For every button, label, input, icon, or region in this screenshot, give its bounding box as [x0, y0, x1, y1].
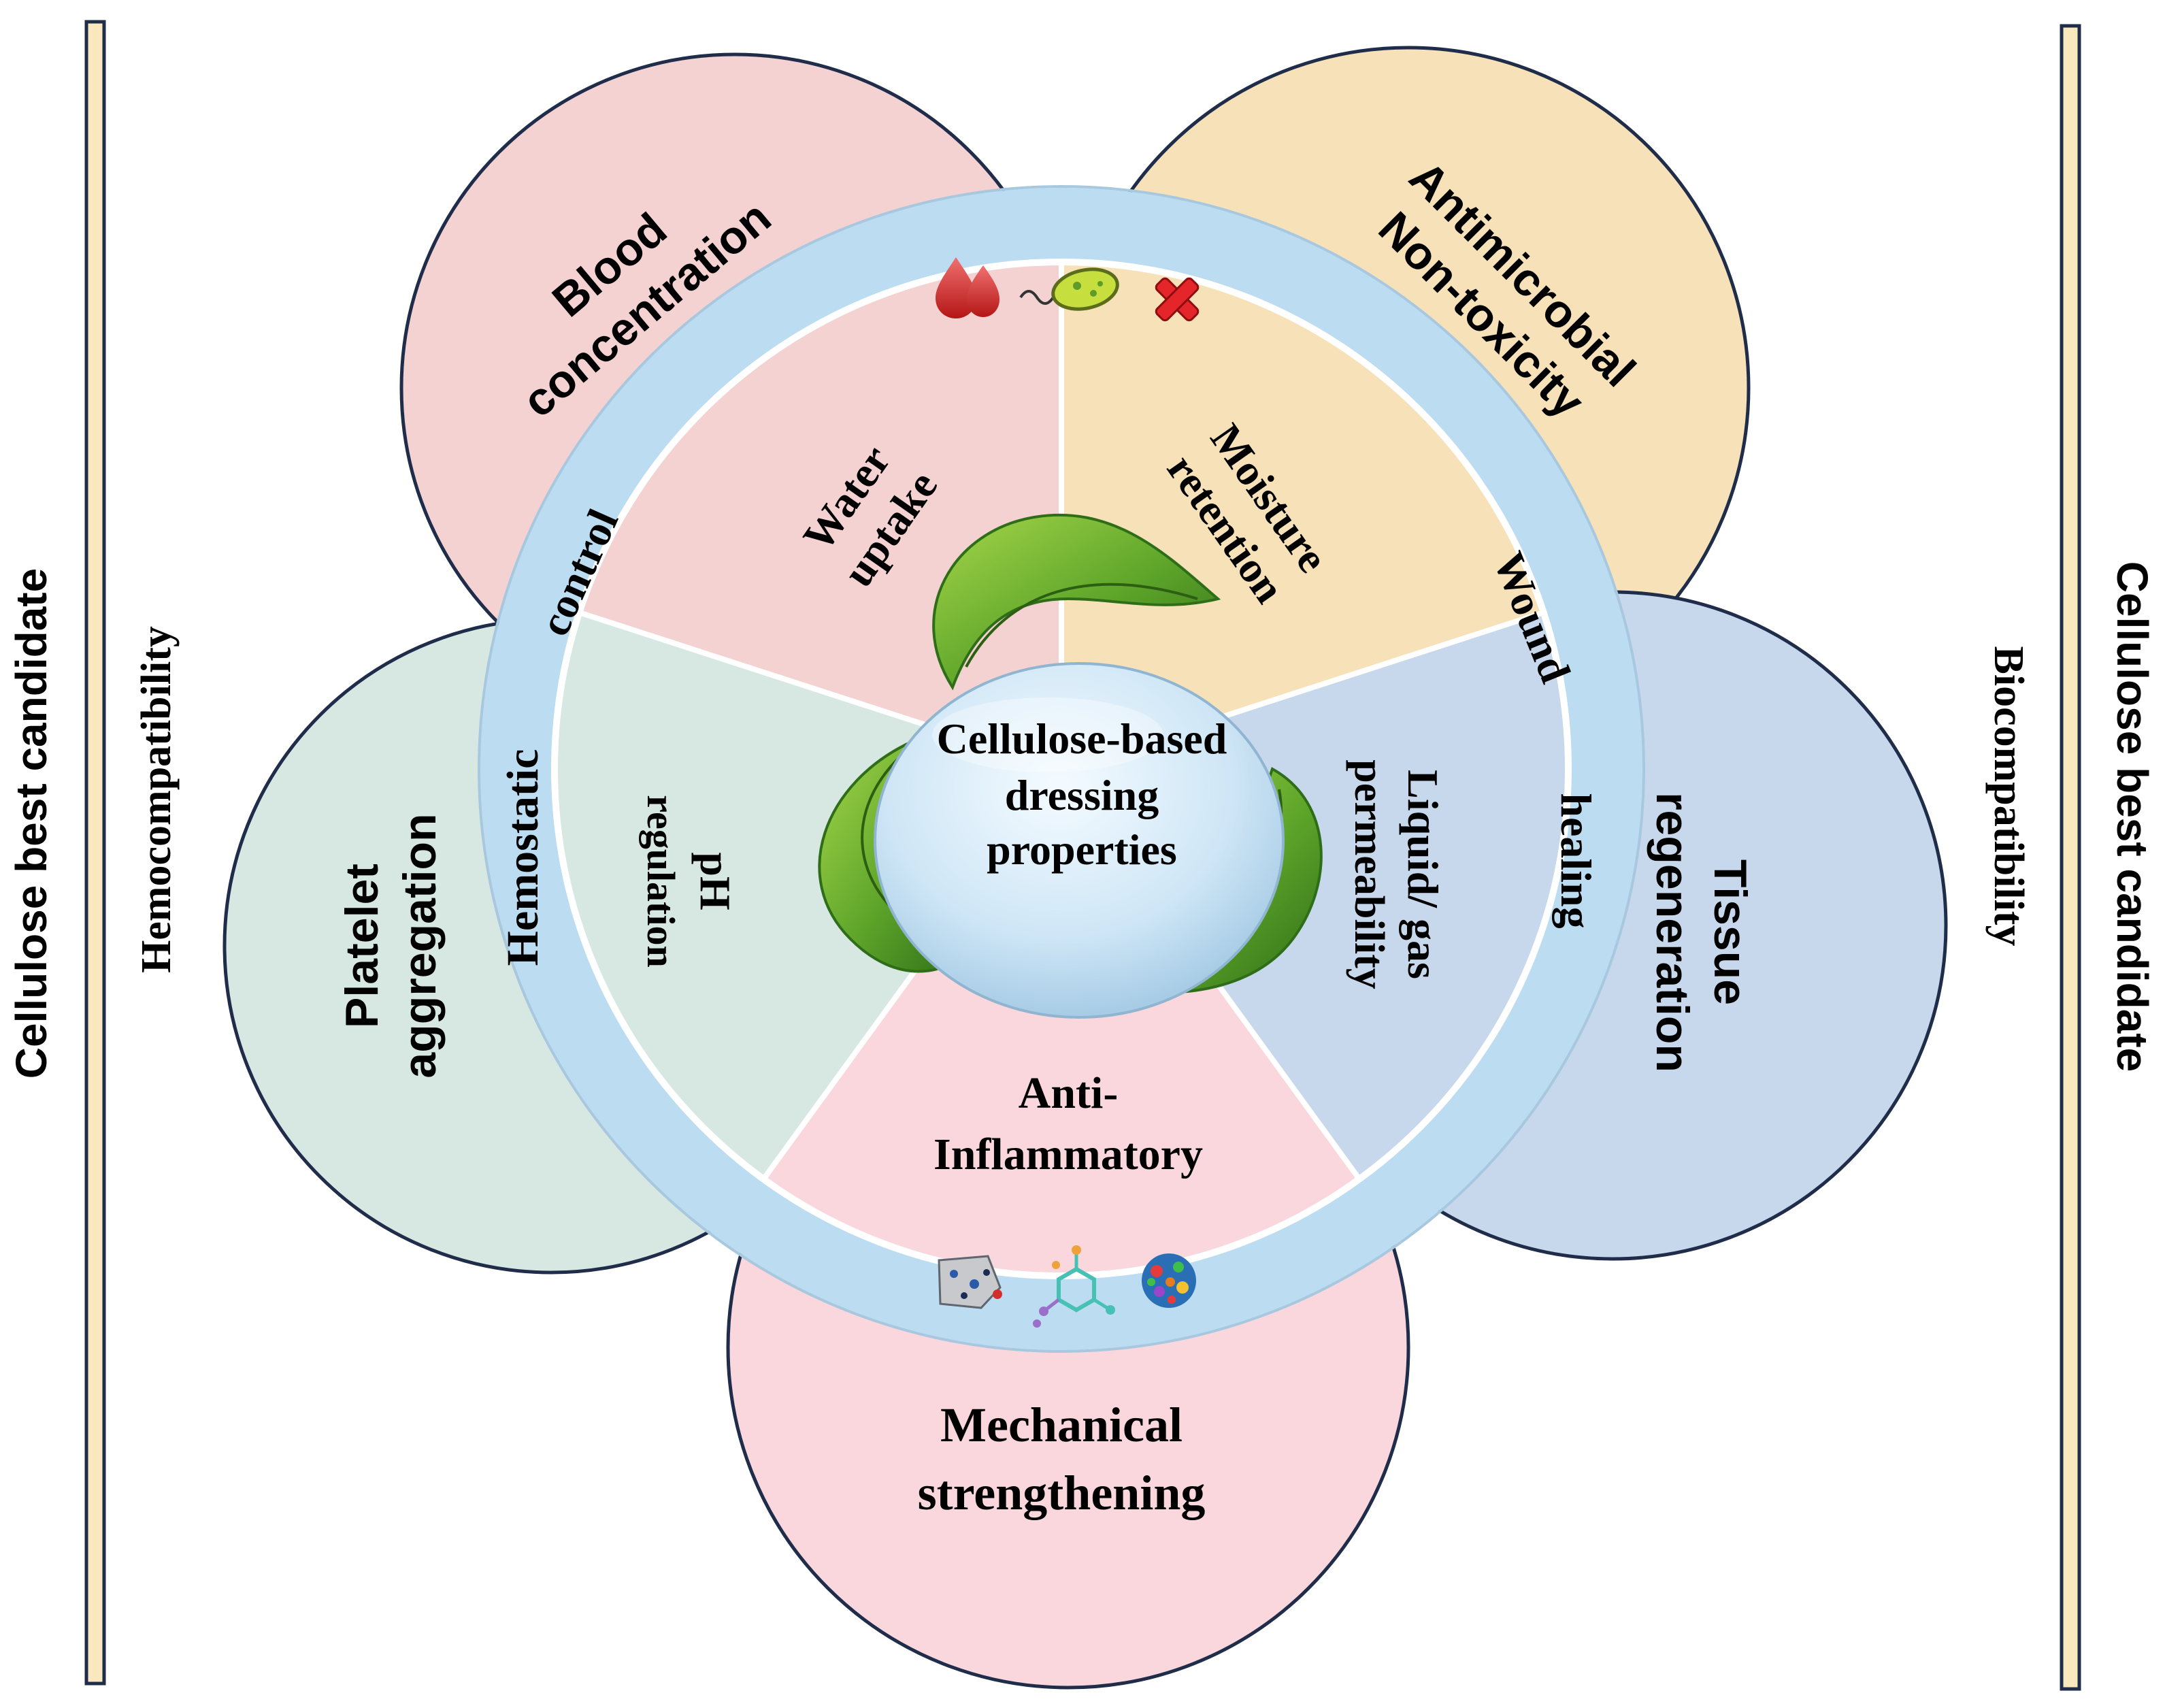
- right-outer-label: Cellulose best candidate: [2108, 561, 2157, 1072]
- center-label: Cellulose-based dressing properties: [937, 715, 1227, 874]
- svg-text:Tissue: Tissue: [1704, 859, 1756, 1005]
- svg-text:healing: healing: [1552, 793, 1600, 928]
- left-outer-label: Cellulose best candidate: [7, 568, 56, 1079]
- label-platelet-aggregation: Platelet aggregation: [336, 813, 446, 1078]
- right-side-bar: [2060, 24, 2081, 1691]
- label-mechanical-strengthening: Mechanical strengthening: [918, 1398, 1206, 1520]
- cross-mark-icon: [1155, 277, 1200, 322]
- svg-text:Hemostatic: Hemostatic: [498, 749, 548, 966]
- svg-text:Liquid/ gas: Liquid/ gas: [1399, 770, 1447, 979]
- svg-text:properties: properties: [987, 825, 1177, 874]
- svg-text:pH: pH: [691, 852, 740, 910]
- label-liquid-gas: Liquid/ gas permeability: [1346, 759, 1447, 989]
- svg-text:aggregation: aggregation: [394, 813, 446, 1078]
- ring-label-hemostatic: Hemostatic: [498, 749, 548, 966]
- right-inner-label: Biocompatibility: [1985, 646, 2032, 947]
- svg-text:Cellulose-based: Cellulose-based: [937, 715, 1227, 763]
- center-bubble-highlight: [932, 697, 1163, 772]
- label-tissue-regeneration: Tissue regeneration: [1647, 792, 1756, 1072]
- bacteria-icon: [1019, 267, 1119, 311]
- svg-text:Mechanical: Mechanical: [940, 1398, 1183, 1452]
- center-bubble: [874, 662, 1285, 1019]
- left-inner-label: Hemocompatibility: [133, 626, 180, 973]
- svg-text:Inflammatory: Inflammatory: [933, 1130, 1203, 1179]
- svg-text:Anti-: Anti-: [1019, 1068, 1119, 1118]
- svg-text:dressing: dressing: [1005, 771, 1159, 819]
- label-anti-inflammatory: Anti- Inflammatory: [933, 1068, 1203, 1179]
- molecule-icon: [1033, 1245, 1115, 1328]
- label-ph-regulation: pH regulation: [639, 795, 740, 968]
- svg-text:permeability: permeability: [1346, 759, 1392, 989]
- svg-text:strengthening: strengthening: [918, 1466, 1206, 1520]
- blood-drops-icon: [936, 257, 999, 318]
- particle-cluster-icon: [938, 1255, 1002, 1309]
- nanoparticle-icon: [1142, 1253, 1196, 1308]
- svg-text:regeneration: regeneration: [1647, 792, 1698, 1072]
- ring-label-healing: healing: [1552, 793, 1600, 928]
- svg-text:regulation: regulation: [639, 795, 683, 968]
- left-side-bar: [84, 20, 106, 1686]
- property-ring: [480, 188, 1642, 1350]
- ring-outer-edge: [478, 185, 1645, 1353]
- svg-text:Platelet: Platelet: [336, 864, 388, 1028]
